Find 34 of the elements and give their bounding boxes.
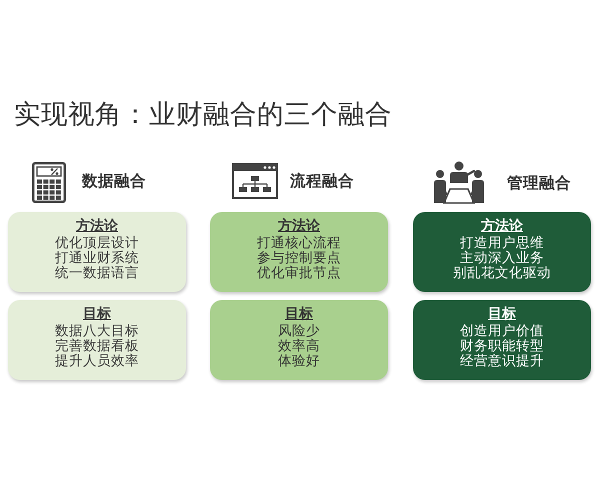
card-text: 创造用户价值 bbox=[460, 324, 544, 339]
card-text: 体验好 bbox=[278, 354, 320, 369]
card-heading: 目标 bbox=[488, 305, 516, 324]
card-text: 打造用户思维 bbox=[460, 236, 544, 251]
info-card bbox=[8, 212, 186, 292]
column-heading: 管理融合 bbox=[507, 173, 571, 193]
info-card bbox=[210, 212, 388, 292]
title: 实现视角：业财融合的三个融合 bbox=[14, 99, 392, 131]
card-text: 优化审批节点 bbox=[257, 266, 341, 281]
info-card bbox=[413, 212, 591, 292]
column-heading: 数据融合 bbox=[82, 171, 146, 191]
card-text: 效率高 bbox=[278, 339, 320, 354]
card-text: 别乱花文化驱动 bbox=[453, 266, 551, 281]
info-card bbox=[8, 300, 186, 380]
card-text: 打通业财系统 bbox=[55, 251, 139, 266]
card-text: 数据八大目标 bbox=[55, 324, 139, 339]
card-text: 财务职能转型 bbox=[460, 339, 544, 354]
card-text: 统一数据语言 bbox=[55, 266, 139, 281]
card-heading: 方法论 bbox=[76, 217, 118, 236]
card-text: 打通核心流程 bbox=[257, 236, 341, 251]
info-card bbox=[210, 300, 388, 380]
card-text: 完善数据看板 bbox=[55, 339, 139, 354]
card-heading: 目标 bbox=[285, 305, 313, 324]
card-heading: 方法论 bbox=[481, 217, 523, 236]
info-card bbox=[413, 300, 591, 380]
card-text: 风险少 bbox=[278, 324, 320, 339]
column-heading: 流程融合 bbox=[290, 171, 354, 191]
card-text: 优化顶层设计 bbox=[55, 236, 139, 251]
card-text: 主动深入业务 bbox=[460, 251, 544, 266]
card-text: 经营意识提升 bbox=[460, 354, 544, 369]
card-heading: 目标 bbox=[83, 305, 111, 324]
card-heading: 方法论 bbox=[278, 217, 320, 236]
card-text: 提升人员效率 bbox=[55, 354, 139, 369]
card-text: 参与控制要点 bbox=[257, 251, 341, 266]
